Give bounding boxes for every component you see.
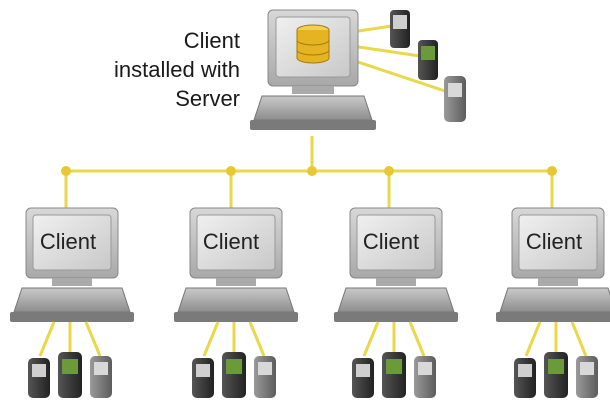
mobile-phone-icon — [254, 356, 276, 398]
network-nodes — [61, 166, 557, 176]
phone-link — [524, 321, 542, 357]
client-phone-links — [202, 321, 266, 357]
mobile-phone-icon — [352, 358, 374, 398]
client-label-1: Client — [39, 229, 97, 254]
mobile-phone-icon — [192, 358, 214, 398]
client-computer-icon — [10, 207, 134, 398]
client-computer-icon — [174, 207, 298, 398]
mobile-phone-icon — [90, 356, 112, 398]
server-label-line-3: Server — [175, 86, 240, 111]
server-phone-link-3 — [351, 58, 449, 94]
client-phone-links — [524, 321, 588, 357]
server-phone-link-2 — [351, 44, 421, 58]
server-phone-link-1 — [351, 24, 393, 34]
mobile-phone-icon — [444, 76, 466, 122]
node-dot — [61, 166, 71, 176]
mobile-phone-icon — [382, 352, 406, 398]
phone-link — [408, 321, 426, 357]
server-label-line-2: installed with — [114, 57, 240, 82]
node-dot — [384, 166, 394, 176]
client-computer-icon — [334, 207, 458, 398]
mobile-phone-icon — [576, 356, 598, 398]
mobile-phone-icon — [544, 352, 568, 398]
mobile-phone-icon — [390, 10, 410, 48]
phone-link — [84, 321, 102, 357]
mobile-phone-icon — [222, 352, 246, 398]
mobile-phone-icon — [28, 358, 50, 398]
mobile-phone-icon — [418, 40, 438, 80]
phone-link — [202, 321, 220, 357]
node-dot — [547, 166, 557, 176]
client-phone-links — [38, 321, 102, 357]
server-label-line-1: Client — [183, 28, 240, 53]
node-dot — [226, 166, 236, 176]
server-label: Client installed with Server — [60, 26, 240, 113]
mobile-phone-icon — [414, 356, 436, 398]
phone-link — [570, 321, 588, 357]
node-dot — [307, 166, 317, 176]
client-label-2: Client — [202, 229, 260, 254]
phone-link — [248, 321, 266, 357]
client-label-3: Client — [362, 229, 420, 254]
client-label-4: Client — [525, 229, 583, 254]
server-computer-icon — [250, 9, 376, 130]
phone-link — [362, 321, 380, 357]
database-icon — [296, 24, 330, 64]
client-phone-links — [362, 321, 426, 357]
mobile-phone-icon — [514, 358, 536, 398]
client-computer-icon — [496, 207, 610, 398]
mobile-phone-icon — [58, 352, 82, 398]
phone-link — [38, 321, 56, 357]
